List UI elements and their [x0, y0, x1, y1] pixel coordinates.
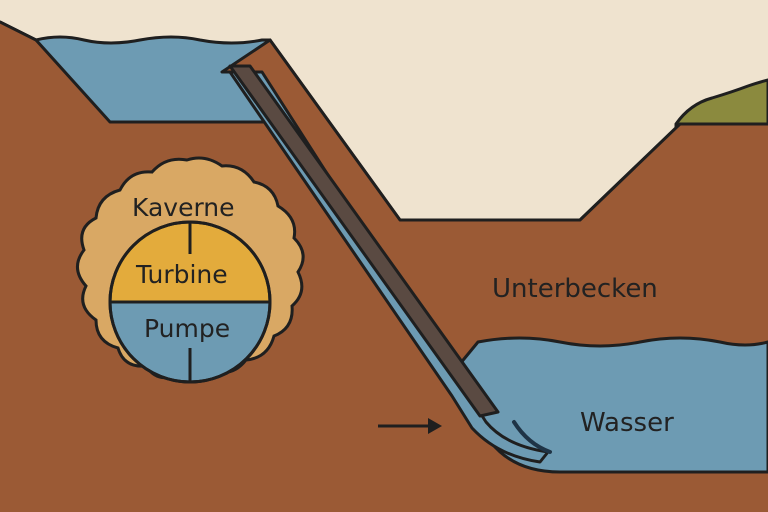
upper-reservoir	[34, 35, 272, 124]
label-cavern: Kaverne	[132, 193, 235, 222]
label-turbine: Turbine	[136, 260, 228, 289]
grass-hill	[674, 78, 768, 132]
label-lower-basin: Unterbecken	[492, 274, 658, 304]
arrow-right-icon	[378, 418, 442, 434]
label-pump: Pumpe	[144, 314, 231, 343]
terrain-outline	[0, 20, 768, 222]
penstock-pipe	[228, 64, 500, 418]
outlet-curve	[512, 420, 552, 454]
label-water: Wasser	[580, 408, 674, 438]
